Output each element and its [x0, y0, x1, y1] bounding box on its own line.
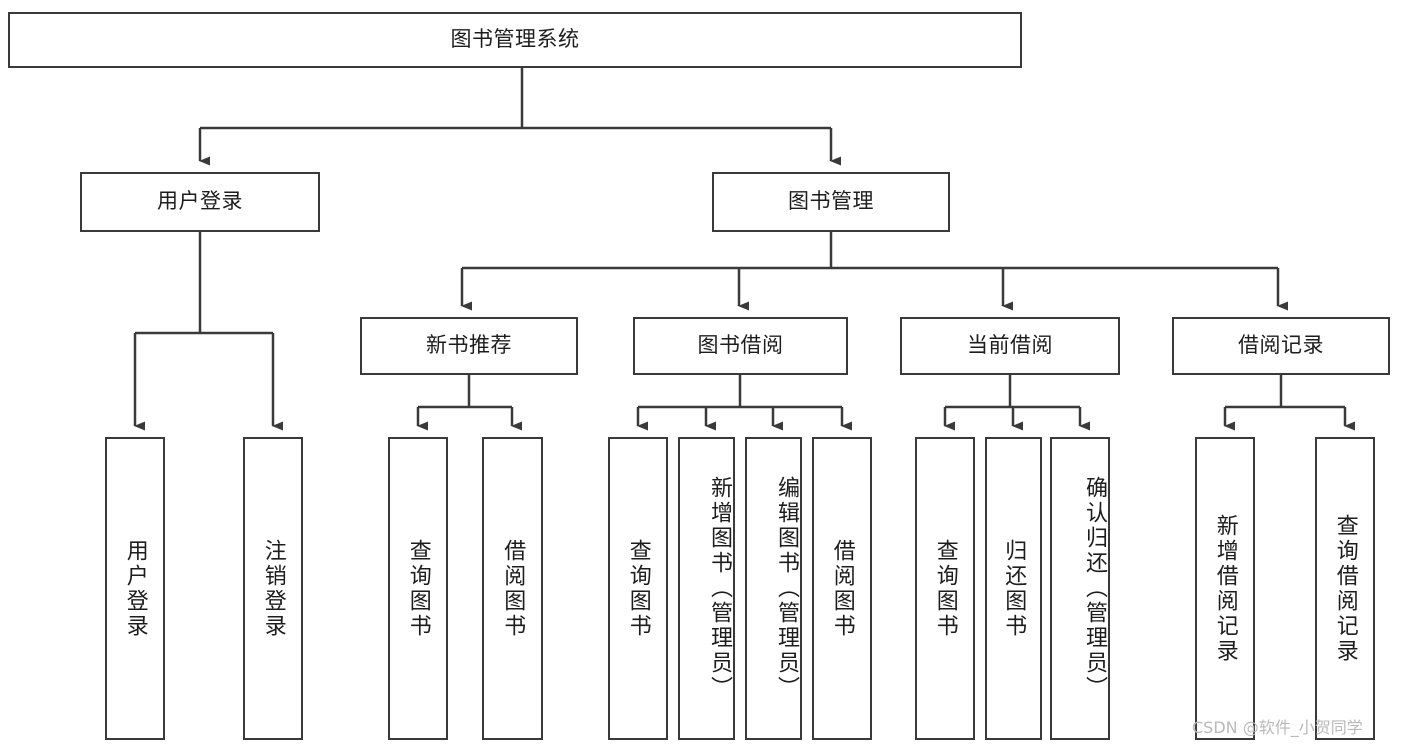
node-leaf-cur-1: 查询图书 [915, 437, 975, 740]
csdn-watermark: CSDN @软件_小贺同学 [1192, 718, 1363, 737]
node-leaf-rec-2: 查询借阅记录 [1315, 437, 1375, 740]
node-leaf-bor-4: 借阅图书 [812, 437, 872, 740]
node-leaf-login-1: 用户登录 [105, 437, 165, 740]
node-current: 当前借阅 [900, 317, 1120, 375]
node-leaf-login-2: 注销登录 [243, 437, 303, 740]
node-newbook: 新书推荐 [360, 317, 578, 375]
node-login: 用户登录 [80, 172, 320, 232]
node-leaf-new-2: 借阅图书 [482, 437, 543, 740]
node-leaf-bor-2: 新增图书（管理员） [678, 437, 735, 740]
node-leaf-bor-1: 查询图书 [608, 437, 668, 740]
node-bookmgmt: 图书管理 [712, 172, 950, 232]
node-leaf-rec-1: 新增借阅记录 [1195, 437, 1255, 740]
node-records: 借阅记录 [1172, 317, 1390, 375]
node-leaf-new-1: 查询图书 [388, 437, 448, 740]
node-borrow: 图书借阅 [633, 317, 848, 375]
node-root: 图书管理系统 [8, 12, 1022, 68]
node-leaf-bor-3: 编辑图书（管理员） [745, 437, 802, 740]
node-leaf-cur-3: 确认归还（管理员） [1050, 437, 1110, 740]
node-leaf-cur-2: 归还图书 [985, 437, 1042, 740]
